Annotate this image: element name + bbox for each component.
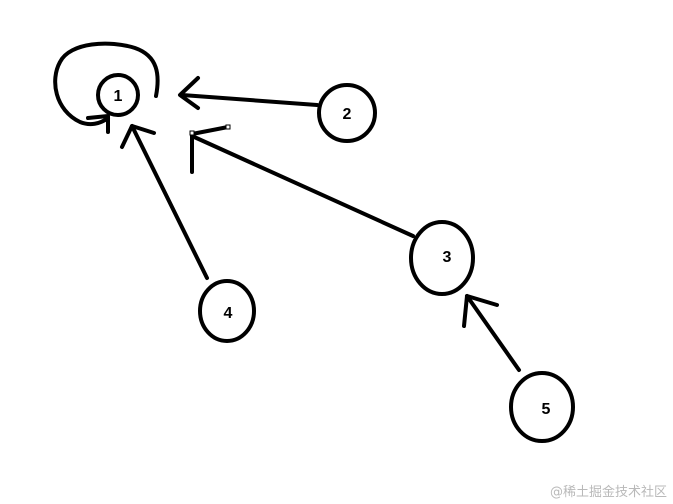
node-4-label: 4 — [224, 305, 233, 322]
node-5-label: 5 — [542, 401, 551, 418]
self-loop-curve — [53, 41, 160, 127]
node-2-label: 2 — [343, 106, 352, 123]
edge-4-to-1 — [120, 124, 209, 280]
node-1 — [96, 73, 140, 117]
self-loop-arrowhead — [86, 114, 110, 134]
edge-2-to-1-arrowhead — [178, 76, 200, 110]
node-2-circle — [317, 83, 377, 143]
node-2 — [317, 83, 377, 143]
node-4-circle — [198, 279, 256, 343]
node-1-label: 1 — [114, 88, 123, 105]
node-3-label: 3 — [443, 249, 452, 266]
edge-3-to-1 — [190, 125, 415, 238]
edge-1-to-1-self-loop — [53, 41, 160, 134]
node-5 — [509, 371, 575, 443]
node-3-circle — [409, 220, 475, 296]
edge-5-to-3 — [462, 294, 521, 372]
watermark-text: @稀土掘金技术社区 — [549, 485, 667, 500]
edge-5-to-3-line — [465, 294, 521, 372]
node-3 — [409, 220, 475, 296]
node-1-circle — [96, 73, 140, 117]
node-4 — [198, 279, 256, 343]
drawing-artifact — [225, 124, 231, 130]
edge-5-to-3-arrowhead — [462, 294, 499, 328]
edge-4-to-1-arrowhead — [120, 124, 156, 149]
edge-4-to-1-line — [130, 124, 209, 280]
edge-3-to-1-line — [190, 134, 415, 238]
edge-2-to-1 — [178, 76, 319, 110]
node-5-circle — [509, 371, 575, 443]
drawing-artifact-2 — [189, 130, 195, 136]
edge-2-to-1-line — [180, 93, 319, 107]
